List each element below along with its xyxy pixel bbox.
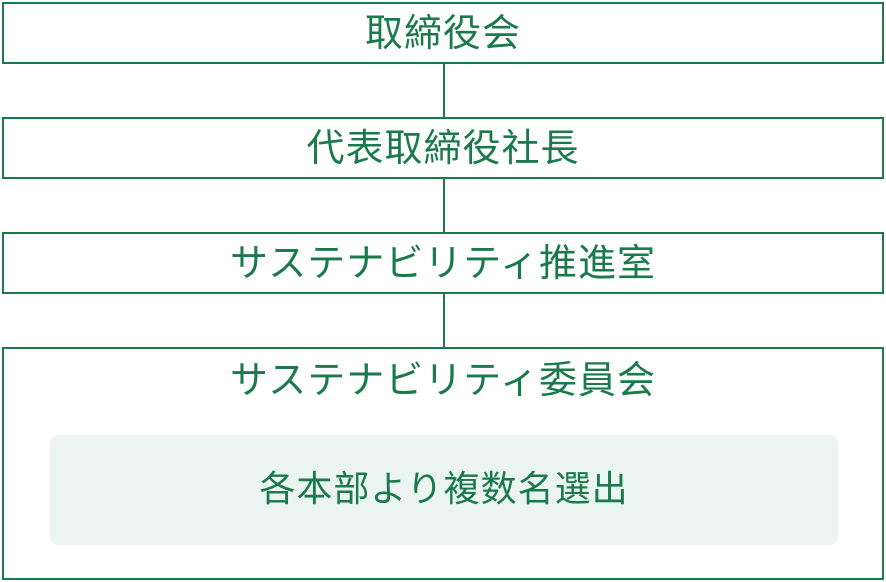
node-sustainability-office: サステナビリティ推進室: [2, 232, 884, 294]
committee-members-box: 各本部より複数名選出: [50, 435, 838, 545]
node-label: サステナビリティ推進室: [230, 241, 656, 285]
node-board-of-directors: 取締役会: [2, 2, 884, 64]
node-label: サステナビリティ委員会: [230, 358, 656, 402]
node-label: 代表取締役社長: [306, 126, 580, 170]
committee-members-label: 各本部より複数名選出: [259, 469, 629, 510]
node-president: 代表取締役社長: [2, 117, 884, 179]
connector-line: [443, 294, 445, 347]
connector-line: [443, 64, 445, 117]
connector-line: [443, 179, 445, 232]
node-label: 取締役会: [364, 11, 521, 55]
node-sustainability-committee: サステナビリティ委員会 各本部より複数名選出: [2, 347, 884, 580]
